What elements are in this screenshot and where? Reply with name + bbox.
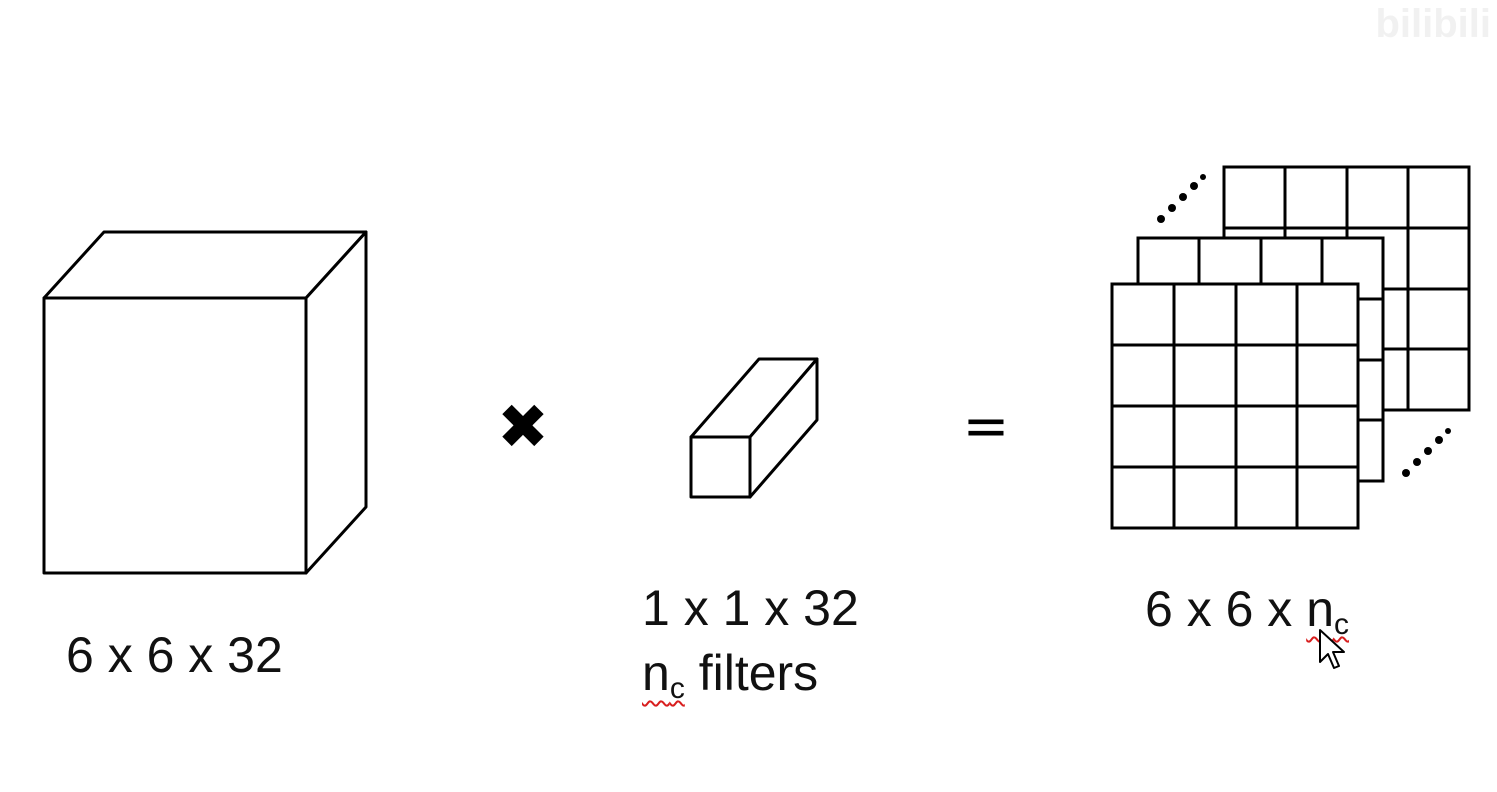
input-cube: [42, 230, 368, 575]
filter-dims-label: 1 x 1 x 32: [642, 580, 859, 636]
output-stack: [1110, 165, 1471, 530]
ellipsis-dots-top: [1157, 174, 1206, 223]
mouse-cursor-icon: [1319, 629, 1345, 669]
output-grid-front: [1110, 282, 1360, 530]
multiply-operator: ✖: [497, 390, 549, 463]
watermark-logo: bilibili: [1375, 2, 1491, 46]
filter-count-var: nc: [642, 645, 685, 705]
output-volume-label: 6 x 6 x nc: [1145, 581, 1349, 641]
input-cube-front-face: [42, 296, 308, 575]
output-channel-var: nc: [1306, 581, 1349, 641]
input-volume-label: 6 x 6 x 32: [66, 627, 283, 683]
filter-count-label: nc filters: [642, 645, 819, 705]
ellipsis-dots-bottom: [1402, 428, 1451, 477]
equals-operator: =: [963, 394, 1010, 459]
filter-front-face: [689, 435, 752, 499]
filter-prism: [689, 357, 819, 499]
